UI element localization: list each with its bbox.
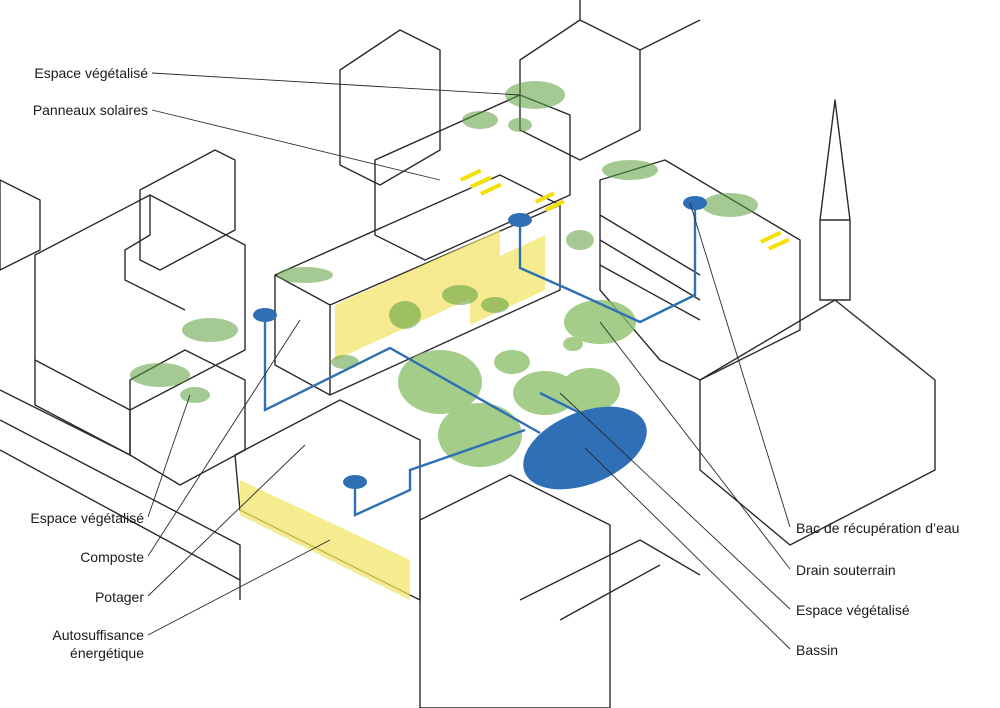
building-outlines <box>0 0 936 708</box>
label-composte: Composte <box>80 549 144 565</box>
solar-panels <box>459 168 790 251</box>
church-spire <box>819 99 851 301</box>
tank-front <box>343 475 367 489</box>
label-drain-souterrain: Drain souterrain <box>796 562 896 578</box>
background-building-mid <box>139 149 236 271</box>
background-building-top <box>339 29 441 186</box>
right-building <box>599 159 801 381</box>
label-espace-vegetalise-top: Espace végétalisé <box>34 65 148 81</box>
tank-right <box>683 196 707 210</box>
label-bac-recuperation: Bac de récupération d’eau <box>796 520 960 536</box>
label-autosuffisance: Autosuffisance énergétique <box>52 627 144 661</box>
background-building-left <box>0 179 41 271</box>
front-right-building <box>419 474 611 708</box>
label-potager: Potager <box>94 589 144 605</box>
label-panneaux-solaires: Panneaux solaires <box>32 102 148 118</box>
park-trees <box>398 300 636 467</box>
tank-left <box>253 308 277 322</box>
central-building <box>274 174 561 396</box>
label-espace-vegetalise-bottom: Espace végétalisé <box>30 510 144 526</box>
church-nave <box>699 299 936 546</box>
left-tower <box>34 194 246 456</box>
label-bassin: Bassin <box>796 642 839 658</box>
leader-lines <box>147 72 791 650</box>
green-spaces <box>130 81 758 403</box>
label-espace-vegetalise-right: Espace végétalisé <box>796 602 910 618</box>
tank-center <box>508 213 532 227</box>
drainage-network <box>263 203 697 517</box>
